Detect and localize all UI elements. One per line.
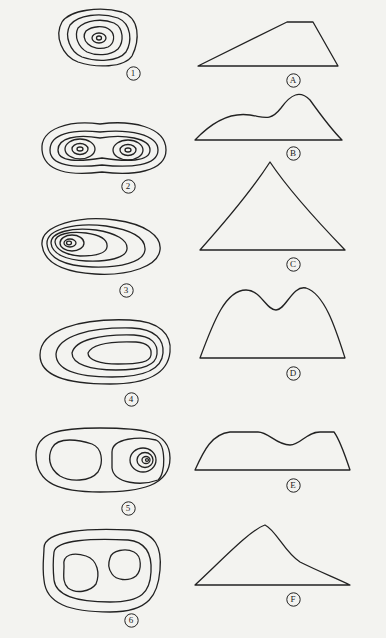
callout-label: 6	[129, 616, 134, 625]
callout-label: 2	[126, 182, 131, 191]
contour-map	[42, 123, 166, 174]
profile-line	[200, 162, 345, 250]
contour-map	[36, 428, 170, 492]
callout-circle: 2	[121, 179, 136, 194]
profile-line	[195, 525, 350, 585]
callout-circle: E	[286, 478, 301, 493]
callout-label: C	[290, 260, 296, 269]
callout-circle: C	[286, 257, 301, 272]
callout-label: F	[290, 595, 295, 604]
profile-line	[195, 432, 350, 470]
callout-circle: B	[286, 146, 301, 161]
callout-label: B	[290, 149, 296, 158]
callout-circle: 3	[119, 283, 134, 298]
contour-map	[43, 529, 160, 612]
callout-label: D	[290, 369, 297, 378]
callout-circle: 4	[124, 392, 139, 407]
callout-circle: 5	[121, 501, 136, 516]
callout-label: A	[290, 76, 297, 85]
contour-map	[40, 320, 170, 384]
callout-circle: 1	[126, 66, 141, 81]
callout-label: 3	[124, 286, 129, 295]
callout-label: 4	[129, 395, 134, 404]
profile-line	[198, 22, 338, 66]
profile-line	[200, 288, 345, 358]
contour-map	[42, 219, 160, 275]
callout-circle: D	[286, 366, 301, 381]
callout-circle: 6	[124, 613, 139, 628]
callout-label: 5	[126, 504, 131, 513]
callout-label: E	[290, 481, 296, 490]
callout-circle: F	[286, 592, 301, 607]
contour-map	[59, 9, 137, 66]
callout-label: 1	[131, 69, 136, 78]
callout-circle: A	[286, 73, 301, 88]
profile-line	[195, 94, 342, 140]
